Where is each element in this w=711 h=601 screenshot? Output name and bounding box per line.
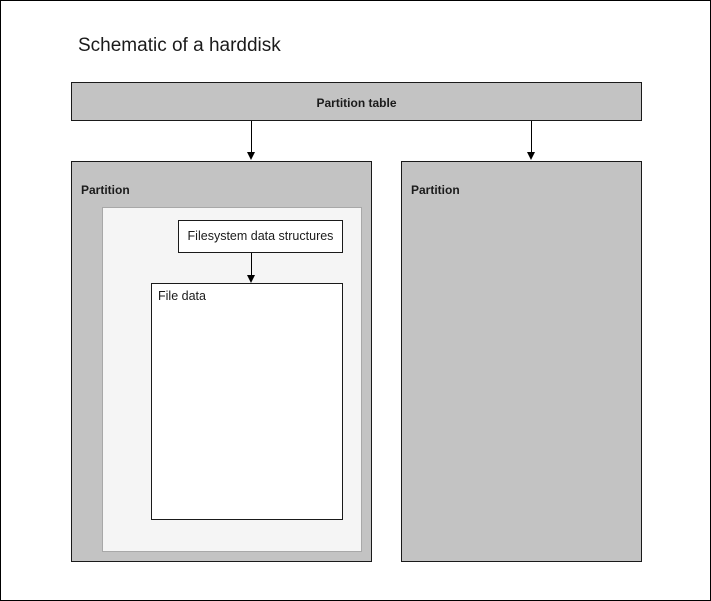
page-title: Schematic of a harddisk xyxy=(78,35,281,56)
partition-table-box[interactable]: Partition table xyxy=(71,82,642,121)
arrow-head xyxy=(247,275,255,283)
arrow-line xyxy=(531,121,532,153)
partition-table-label: Partition table xyxy=(316,96,397,110)
filesystem-data-structures-label: Filesystem data structures xyxy=(187,229,334,243)
file-data-label: File data xyxy=(158,289,206,303)
partition-label-2: Partition xyxy=(411,183,460,197)
filesystem-data-structures-box[interactable]: Filesystem data structures xyxy=(178,220,343,253)
arrow-head xyxy=(527,152,535,160)
file-data-box[interactable]: File data xyxy=(151,283,343,520)
arrow-head xyxy=(247,152,255,160)
partition-label-1: Partition xyxy=(81,183,130,197)
arrow-line xyxy=(251,253,252,276)
partition-box-2[interactable]: Partition xyxy=(401,161,642,562)
arrow-line xyxy=(251,121,252,153)
